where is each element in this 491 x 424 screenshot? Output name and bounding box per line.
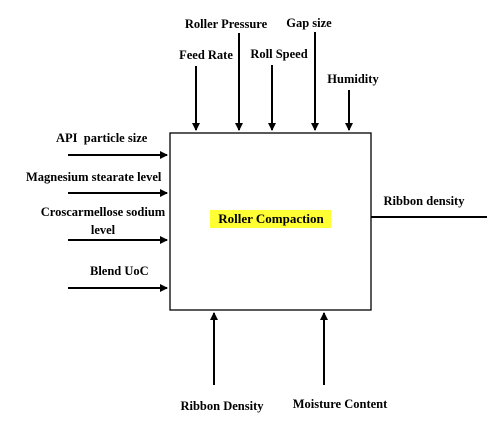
center-label-highlight bbox=[210, 210, 331, 228]
left-input-label-magnesium-stearate: Magnesium stearate level bbox=[26, 170, 162, 184]
top-input-label-gap-size: Gap size bbox=[286, 16, 332, 30]
bottom-input-label-moisture-content: Moisture Content bbox=[293, 397, 388, 411]
left-input-label-croscarmellose-line2: level bbox=[91, 223, 116, 237]
top-input-label-roll-speed: Roll Speed bbox=[250, 47, 307, 61]
output-label-ribbon-density: Ribbon density bbox=[384, 194, 466, 208]
top-input-label-feed-rate: Feed Rate bbox=[179, 48, 233, 62]
process-label: Roller Compaction bbox=[218, 211, 324, 226]
left-input-label-croscarmellose-line1: Croscarmellose sodium bbox=[41, 205, 166, 219]
left-input-label-blend-uoc: Blend UoC bbox=[90, 264, 149, 278]
left-input-label-api-particle-size: API particle size bbox=[56, 131, 148, 145]
top-input-label-roller-pressure: Roller Pressure bbox=[185, 17, 268, 31]
bottom-input-label-ribbon-density: Ribbon Density bbox=[180, 399, 264, 413]
top-input-label-humidity: Humidity bbox=[327, 72, 379, 86]
